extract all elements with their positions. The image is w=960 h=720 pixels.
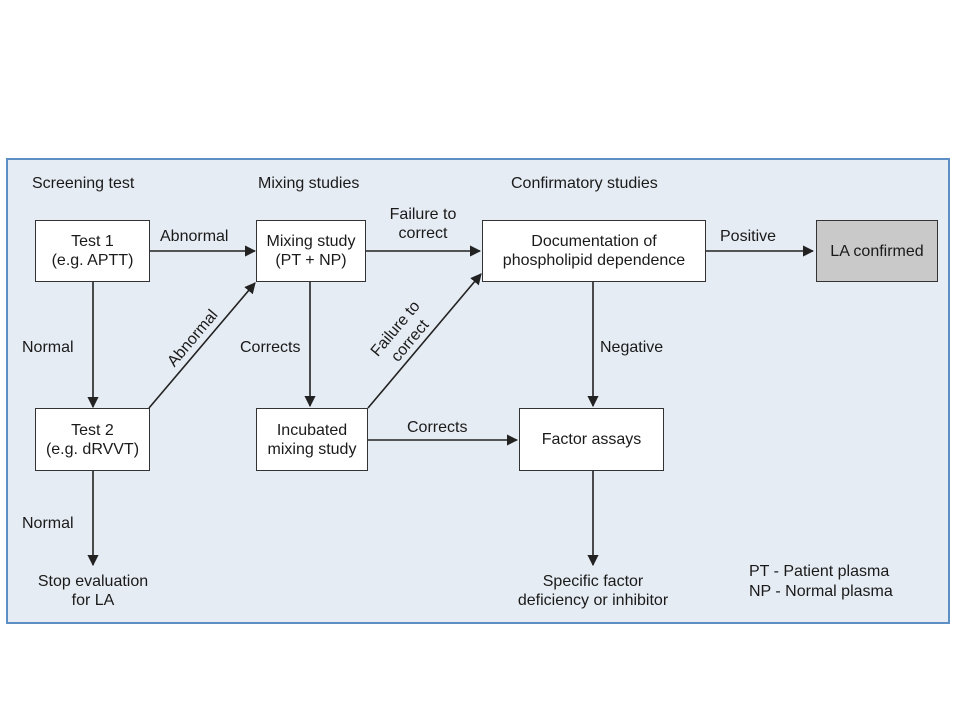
arrow-test2-to-mixing [148,282,256,409]
label-normal-lower: Normal [22,515,74,532]
label-abnormal-horizontal: Abnormal [160,228,229,245]
legend-pt: PT - Patient plasma [749,563,890,580]
header-mixing-studies: Mixing studies [258,175,360,192]
label-normal-upper: Normal [22,339,74,356]
connectors-layer [87,245,815,567]
label-corrects-vertical: Corrects [240,339,301,356]
label-corrects-horizontal: Corrects [407,419,468,436]
label-negative: Negative [600,339,664,356]
header-screening-test: Screening test [32,175,135,192]
box-factor-assays: Factor assays [519,408,664,471]
box-test1: Test 1 (e.g. APTT) [35,220,150,282]
box-test2: Test 2 (e.g. dRVVT) [35,408,150,471]
box-la-confirmed: LA confirmed [816,220,938,282]
label-positive: Positive [720,228,777,245]
label-failure-to-correct-horizontal: Failure to correct [389,206,457,242]
outcome-stop-evaluation: Stop evaluation for LA [37,573,149,609]
header-confirmatory-studies: Confirmatory studies [511,175,658,192]
box-documentation: Documentation of phospholipid dependence [482,220,706,282]
flowchart-panel: Screening test Mixing studies Confirmato… [6,158,950,624]
arrow-incubated-to-documentation [367,273,482,409]
outcome-specific-factor: Specific factor deficiency or inhibitor [517,573,669,609]
box-incubated-mixing-study: Incubated mixing study [256,408,368,471]
box-mixing-study: Mixing study (PT + NP) [256,220,366,282]
legend-np: NP - Normal plasma [749,583,893,600]
